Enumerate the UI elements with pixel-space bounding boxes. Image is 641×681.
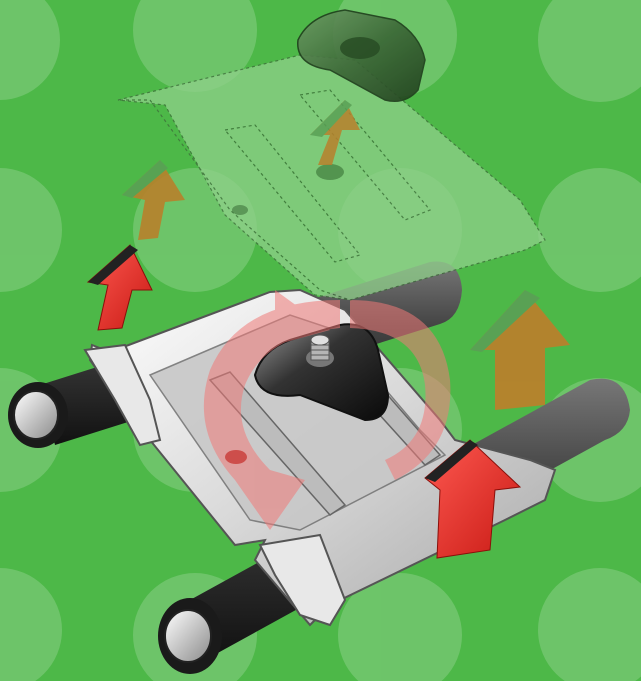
- ghost-arrow-right: [470, 290, 570, 410]
